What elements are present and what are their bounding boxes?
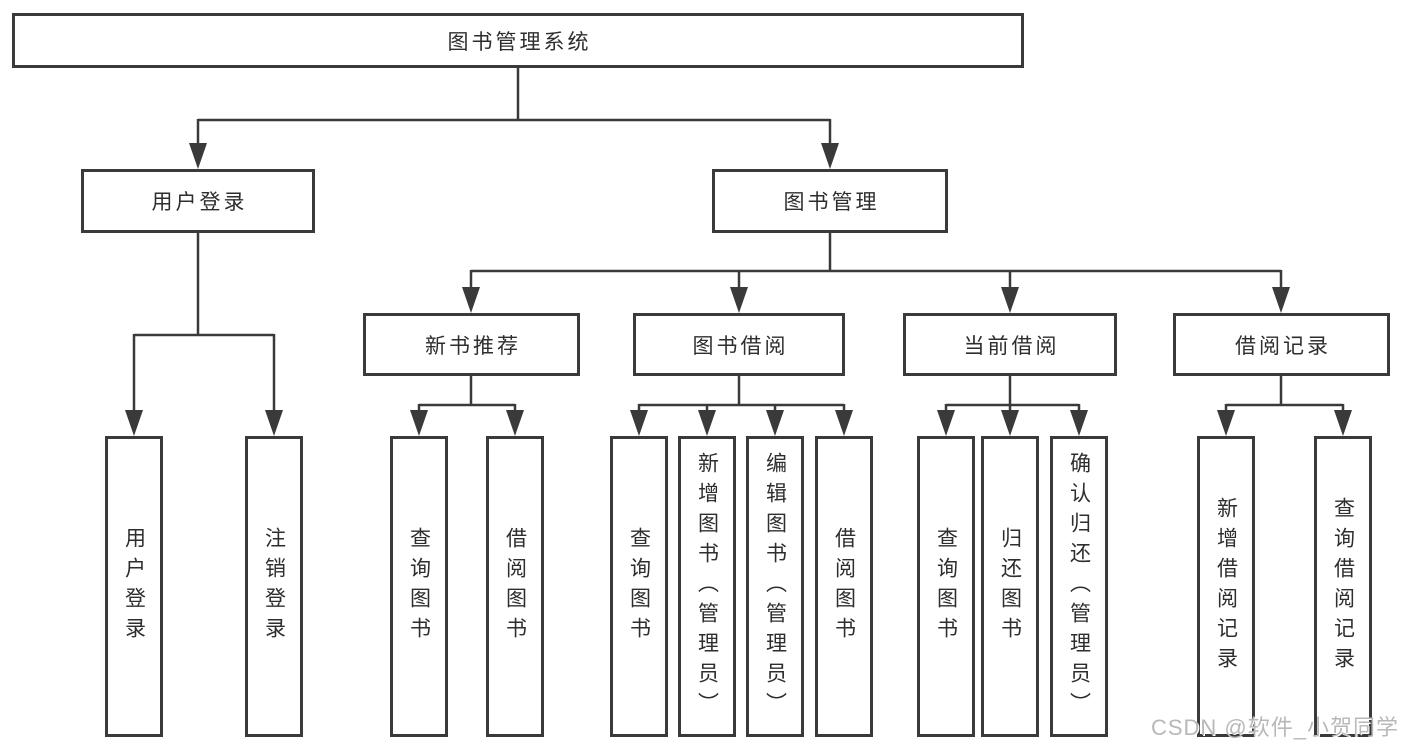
connector-book-borrow-to-leaves [630, 375, 853, 436]
node-borrow-records: 借阅记录 [1173, 313, 1390, 376]
node-new-book-rec: 新书推荐 [363, 313, 580, 376]
leaf-borrow-book-1: 借阅图书 [486, 436, 544, 737]
connector-borrow-records-to-leaves [1217, 375, 1352, 436]
node-root: 图书管理系统 [12, 13, 1024, 68]
leaf-query-book-3: 查询图书 [917, 436, 975, 737]
csdn-watermark: CSDN @软件_小贺同学 [1150, 715, 1399, 740]
node-book-borrow: 图书借阅 [633, 313, 845, 376]
leaf-user-login: 用户登录 [105, 436, 163, 737]
leaf-query-book-1: 查询图书 [390, 436, 448, 737]
node-user-login: 用户登录 [81, 169, 315, 233]
leaf-add-borrow-record: 新增借阅记录 [1197, 436, 1255, 737]
leaf-query-borrow-record: 查询借阅记录 [1314, 436, 1372, 737]
leaf-confirm-return: 确认归还（管理员） [1050, 436, 1108, 737]
connector-root-to-level2 [189, 68, 839, 169]
leaf-borrow-book-2: 借阅图书 [815, 436, 873, 737]
leaf-query-book-2: 查询图书 [610, 436, 668, 737]
leaf-edit-book: 编辑图书（管理员） [746, 436, 804, 737]
leaf-add-book: 新增图书（管理员） [678, 436, 736, 737]
node-current-borrow: 当前借阅 [903, 313, 1117, 376]
leaf-return-book: 归还图书 [981, 436, 1039, 737]
connector-book-mgmt-to-level3 [462, 233, 1290, 313]
connector-user-login-to-leaves [125, 233, 283, 436]
leaf-logout: 注销登录 [245, 436, 303, 737]
connector-new-book-rec-to-leaves [410, 375, 524, 436]
node-book-mgmt: 图书管理 [712, 169, 948, 233]
connector-current-borrow-to-leaves [937, 375, 1088, 436]
